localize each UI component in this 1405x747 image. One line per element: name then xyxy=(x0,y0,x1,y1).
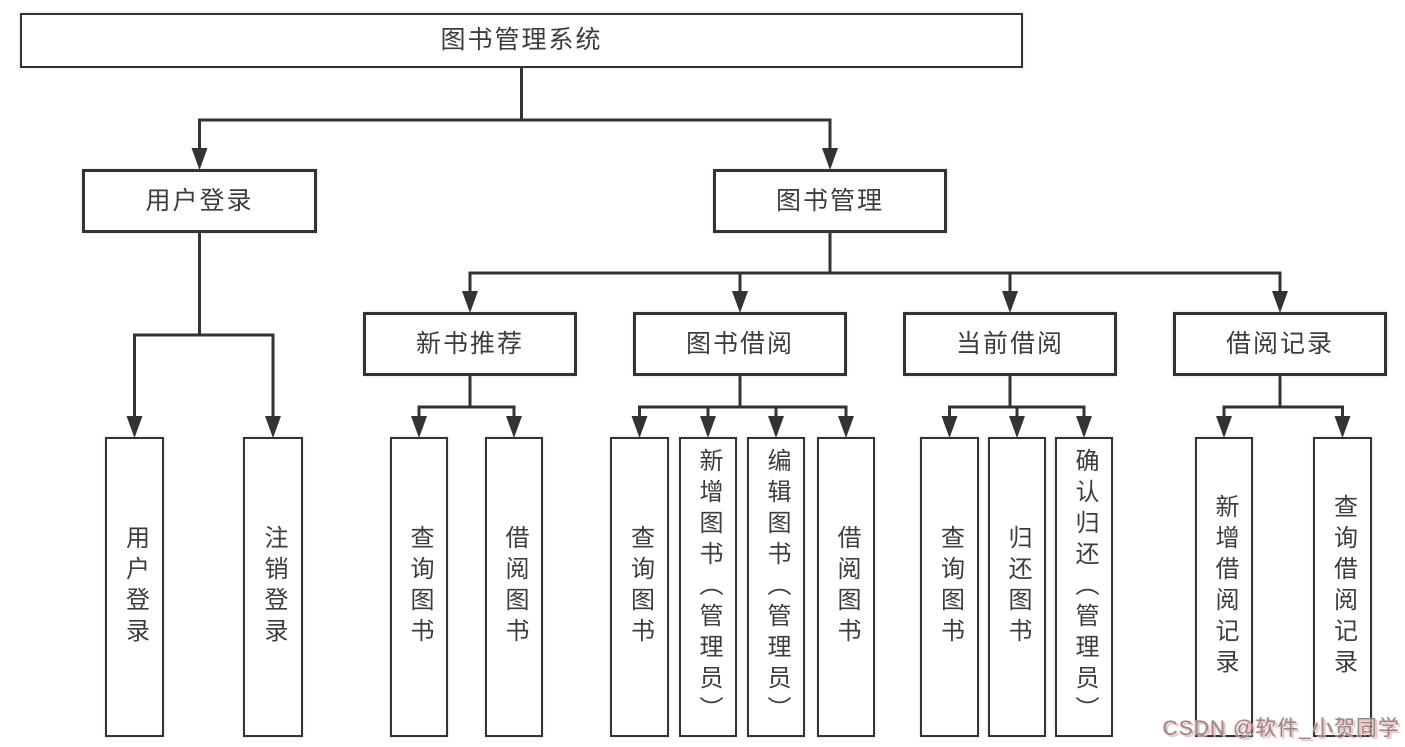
diagram-node-book-mgmt: 图书管理 xyxy=(713,169,947,233)
node-label: 当前借阅 xyxy=(955,329,1064,358)
node-label: 借阅记录 xyxy=(1225,329,1334,358)
diagram-node-borrow-records: 借阅记录 xyxy=(1173,312,1387,376)
node-label: 新书推荐 xyxy=(415,329,524,358)
node-label: 用户登录 xyxy=(121,525,149,649)
node-label: 查询图书 xyxy=(626,525,654,649)
diagram-node-new-book-rec: 新书推荐 xyxy=(363,312,577,376)
node-label: 查询借阅记录 xyxy=(1329,494,1357,680)
diagram-node-leaf-logout: 注销登录 xyxy=(243,437,303,737)
node-label: 查询图书 xyxy=(936,525,964,649)
diagram-node-leaf-cb-query: 查询图书 xyxy=(920,437,979,737)
diagram-node-leaf-cb-confirm: 确认归还（管理员） xyxy=(1055,437,1113,737)
node-label: 图书借阅 xyxy=(685,329,794,358)
watermark: CSDN @软件_小贺同学 xyxy=(1162,717,1400,740)
diagram-node-leaf-br-add: 新增借阅记录 xyxy=(1195,437,1253,737)
diagram-node-leaf-bb-query: 查询图书 xyxy=(610,437,669,737)
node-label: 图书管理系统 xyxy=(440,26,603,54)
diagram-node-leaf-br-query: 查询借阅记录 xyxy=(1313,437,1372,737)
diagram-node-leaf-user-login: 用户登录 xyxy=(105,437,164,737)
diagram-node-leaf-rec-borrow: 借阅图书 xyxy=(485,437,543,737)
node-label: 新增借阅记录 xyxy=(1211,494,1238,680)
node-label: 确认归还（管理员） xyxy=(1071,447,1098,727)
node-label: 借阅图书 xyxy=(501,525,528,649)
node-label: 借阅图书 xyxy=(833,525,860,649)
node-label: 新增图书（管理员） xyxy=(695,447,722,727)
diagram-node-leaf-bb-edit: 编辑图书（管理员） xyxy=(747,437,805,737)
node-label: 用户登录 xyxy=(145,186,254,215)
diagram-node-user-login: 用户登录 xyxy=(82,169,317,233)
diagram-node-leaf-cb-return: 归还图书 xyxy=(988,437,1046,737)
node-label: 归还图书 xyxy=(1004,525,1031,649)
node-label: 查询图书 xyxy=(406,525,433,649)
diagram-node-current-borrow: 当前借阅 xyxy=(903,312,1117,376)
diagram-node-root: 图书管理系统 xyxy=(20,13,1023,68)
diagram-node-leaf-bb-add: 新增图书（管理员） xyxy=(679,437,737,737)
diagram-node-book-borrow: 图书借阅 xyxy=(633,312,847,376)
node-label: 图书管理 xyxy=(775,186,884,215)
node-label: 编辑图书（管理员） xyxy=(763,447,790,727)
diagram-node-leaf-bb-borrow: 借阅图书 xyxy=(817,437,875,737)
diagram-node-leaf-rec-query: 查询图书 xyxy=(390,437,448,737)
node-label: 注销登录 xyxy=(260,525,287,649)
